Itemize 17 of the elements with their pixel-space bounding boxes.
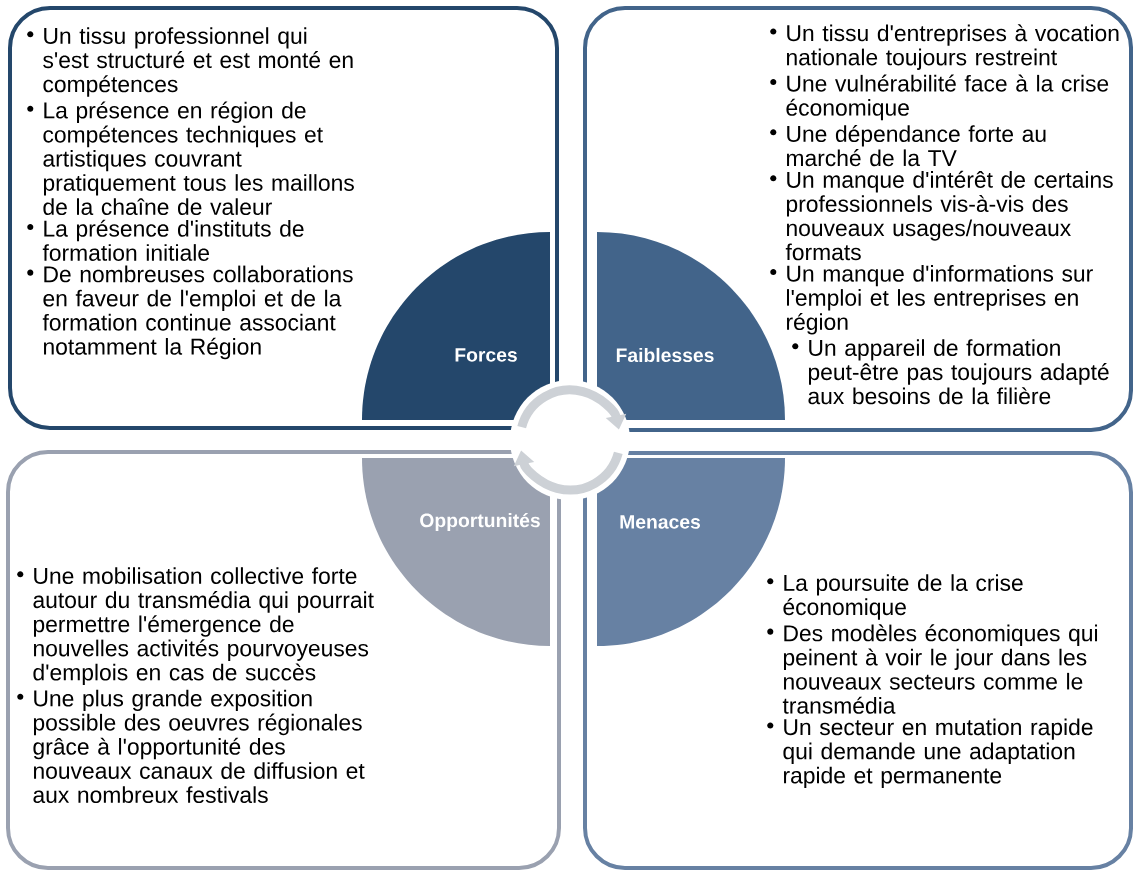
panel-box — [6, 450, 561, 870]
bullet-item: Un tissu professionnel qui s'est structuré et est monté en compétences — [27, 27, 353, 97]
cycle-arrows-drawing — [510, 380, 630, 500]
bullet-item: Une plus grande exposition possible des oeuvres régionales grâce à l'opportunité des nouveaux canaux de diffusion et aux nombreux festivals — [17, 689, 365, 804]
bullet-item: Un appareil de formation peut-être pas toujours adapté aux besoins de la filière — [792, 339, 1109, 405]
quadrant-sector: Forces — [362, 232, 550, 420]
bullet-item: Un tissu d'entreprises à vocation nationale toujours restreint — [770, 24, 1119, 70]
bullet-item: La présence en région de compétences techniques et artistiques couvrant pratiquement tous les maillons de la chaîne de valeur — [27, 101, 354, 216]
quadrant-sector: Faiblesses — [597, 232, 785, 420]
panel-box — [583, 451, 1133, 870]
bullet-item: La présence d'instituts de formation initiale — [27, 219, 304, 261]
bullet-item: Un secteur en mutation rapide qui demande une adaptation rapide et permanente — [767, 718, 1093, 788]
panel-box — [583, 6, 1133, 432]
bullet-item: Une vulnérabilité face à la crise économique — [770, 74, 1109, 121]
bullet-item: De nombreuses collaborations en faveur de l'emploi et de la formation continue associant notamment la Région — [27, 265, 353, 360]
bullet-item: Une dépendance forte au marché de la TV — [770, 125, 1046, 167]
panel-box — [8, 6, 559, 430]
